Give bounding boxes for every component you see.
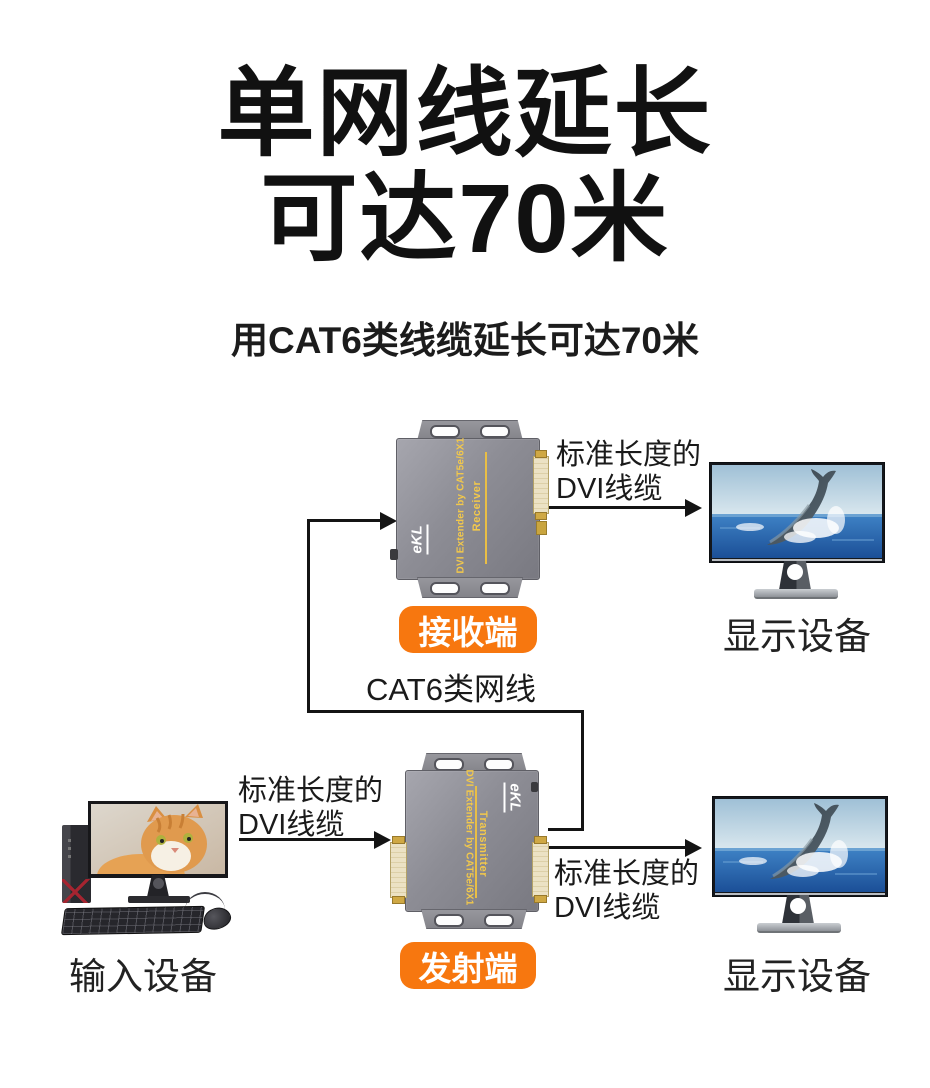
tower-accent bbox=[62, 879, 90, 903]
cat6-wire-segment bbox=[307, 710, 584, 713]
dvi-port-cap bbox=[534, 895, 547, 903]
monitor-chin bbox=[715, 893, 885, 895]
mounting-hole bbox=[430, 425, 460, 438]
input-monitor-bezel bbox=[88, 801, 228, 898]
dvi-out-port bbox=[532, 842, 549, 897]
transmitter-role-text: Transmitter bbox=[477, 810, 489, 878]
mounting-hole bbox=[484, 914, 514, 927]
stand-hole bbox=[153, 878, 164, 889]
monitor-bezel bbox=[712, 796, 888, 897]
arrow-right-icon bbox=[380, 511, 397, 530]
cat6-wire-segment bbox=[307, 519, 310, 713]
dvi-cable-label-bottom: 标准长度的 DVI线缆 bbox=[554, 858, 700, 924]
title-line-1: 单网线延长 bbox=[217, 59, 713, 168]
screw bbox=[390, 549, 398, 560]
dvi-port-cap bbox=[535, 512, 547, 520]
mounting-hole bbox=[480, 425, 510, 438]
label-divider bbox=[475, 786, 477, 898]
dvi-wire-top bbox=[549, 506, 686, 509]
cat6-wire-segment bbox=[307, 519, 381, 522]
dvi-cable-label-left: 标准长度的 DVI线缆 bbox=[238, 775, 384, 841]
mounting-hole bbox=[434, 914, 464, 927]
title-line-2: 可达70米 bbox=[260, 163, 670, 273]
transmitter-body bbox=[405, 770, 539, 912]
display-device-label-top: 显示设备 bbox=[723, 616, 871, 657]
monitor-base bbox=[757, 923, 841, 933]
label-divider bbox=[485, 452, 487, 564]
input-device-label: 输入设备 bbox=[69, 956, 217, 997]
stand-hole bbox=[790, 898, 806, 914]
page-subtitle: 用CAT6类线缆延长可达70米 bbox=[230, 320, 700, 361]
cat-screen-image bbox=[91, 804, 225, 898]
mounting-hole bbox=[480, 582, 510, 595]
mounting-hole bbox=[430, 582, 460, 595]
mouse-cable bbox=[185, 892, 225, 910]
arrow-right-icon bbox=[374, 830, 391, 849]
dvi-wire-left bbox=[239, 838, 375, 841]
dvi-in-port bbox=[390, 842, 407, 898]
mounting-flange bbox=[417, 420, 523, 441]
dvi-port-cap bbox=[392, 896, 405, 904]
transmitter-model-text: DVI Extender by CAT5e/6X1 bbox=[463, 769, 475, 906]
page-title: 单网线延长 可达70米 bbox=[0, 59, 930, 273]
connector-nub bbox=[536, 521, 547, 535]
ekl-logo: eKL bbox=[408, 518, 429, 562]
receiver-role-text: Receiver bbox=[471, 480, 483, 532]
cat6-wire-segment bbox=[548, 828, 584, 831]
stand-hole bbox=[787, 564, 803, 580]
antenna-nub bbox=[531, 782, 538, 792]
receiver-body bbox=[396, 438, 540, 580]
transmitter-badge: 发射端 bbox=[400, 942, 536, 989]
whale-screen-image bbox=[712, 465, 882, 558]
arrow-right-icon bbox=[685, 838, 702, 857]
input-monitor-base bbox=[128, 896, 190, 903]
monitor-base bbox=[754, 589, 838, 599]
dvi-port-cap bbox=[392, 836, 405, 844]
cat6-cable-label: CAT6类网线 bbox=[366, 672, 536, 707]
dvi-port bbox=[533, 456, 549, 514]
dvi-port-cap bbox=[535, 450, 547, 458]
monitor-bezel bbox=[709, 462, 885, 563]
dvi-port-cap bbox=[534, 836, 547, 844]
monitor-chin bbox=[712, 559, 882, 561]
cat6-wire-segment bbox=[581, 710, 584, 831]
receiver-badge: 接收端 bbox=[399, 606, 537, 653]
whale-screen-image bbox=[715, 799, 885, 892]
arrow-right-icon bbox=[685, 498, 702, 517]
keyboard bbox=[60, 905, 206, 936]
pc-tower bbox=[62, 825, 91, 903]
display-device-label-bottom: 显示设备 bbox=[723, 956, 871, 997]
tower-ports bbox=[68, 839, 71, 861]
mounting-flange bbox=[421, 753, 527, 773]
dvi-cable-label-top: 标准长度的 DVI线缆 bbox=[556, 439, 702, 505]
receiver-model-text: DVI Extender by CAT5e/6X1 bbox=[455, 437, 467, 574]
dvi-wire-bottom bbox=[549, 846, 686, 849]
mounting-flange bbox=[421, 909, 527, 929]
ekl-logo: eKL bbox=[503, 776, 524, 820]
mounting-flange bbox=[417, 577, 523, 598]
